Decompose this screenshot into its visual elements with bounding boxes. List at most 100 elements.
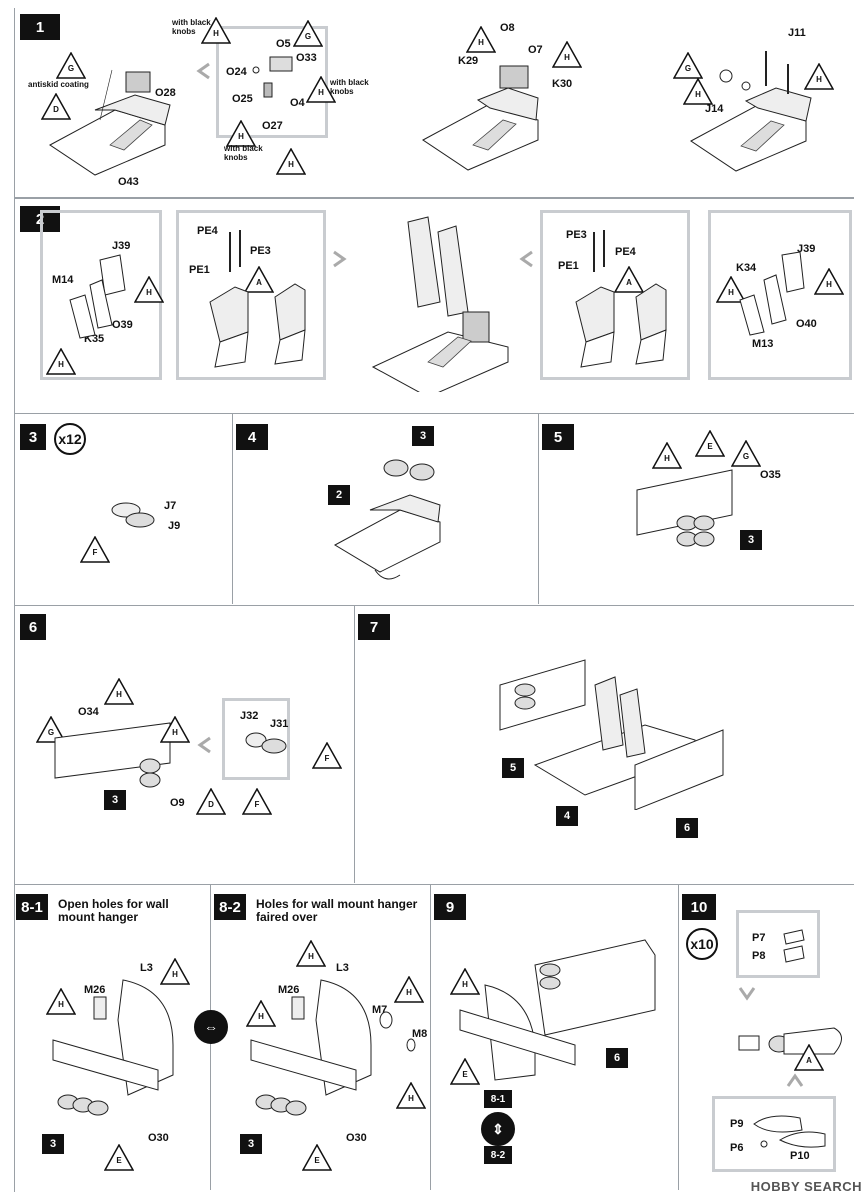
cockpit-floor-illustration <box>690 51 812 172</box>
color-callout-H: H <box>396 1082 426 1109</box>
color-callout-H: H <box>296 940 326 967</box>
part-label: J39 <box>797 243 816 255</box>
part-label: PE1 <box>189 264 210 276</box>
floor-with-cylinders-illustration <box>333 459 441 580</box>
step-number: 3 <box>20 424 46 450</box>
color-callout-G: G <box>56 52 86 79</box>
step-number: 4 <box>236 424 268 450</box>
step-number: 8-2 <box>214 894 246 920</box>
detail-box <box>736 910 820 978</box>
cylinder-parts-illustration <box>245 732 287 754</box>
part-label: K29 <box>458 55 479 67</box>
part-label: J7 <box>164 500 177 512</box>
antiskid-note: antiskid coating <box>28 80 89 89</box>
part-label: O33 <box>296 52 317 64</box>
ref-step-badge: 5 <box>502 758 524 778</box>
ref-step-badge: 6 <box>676 818 698 838</box>
part-label: M26 <box>84 984 106 996</box>
part-label: K30 <box>552 78 573 90</box>
color-callout-H: H <box>466 26 496 53</box>
color-callout-D: D <box>196 788 226 815</box>
arrow-left-icon <box>195 62 213 85</box>
color-callout-H: H <box>46 988 76 1015</box>
step-number: 6 <box>20 614 46 640</box>
part-label: PE3 <box>250 245 271 257</box>
part-label: P10 <box>790 1150 810 1162</box>
part-label: J11 <box>788 27 806 39</box>
cockpit-floor-illustration <box>49 69 171 176</box>
divider <box>678 885 679 1190</box>
part-label: O28 <box>155 87 176 99</box>
part-label: P9 <box>730 1118 744 1130</box>
part-label: PE4 <box>615 246 636 258</box>
fuselage-assembly-illustration <box>499 659 724 810</box>
bulkhead-assembly-illustration <box>52 979 174 1116</box>
color-callout-G: G <box>293 20 323 47</box>
part-label: PE4 <box>197 225 218 237</box>
ref-step-badge: 3 <box>740 530 762 550</box>
color-callout-H: H <box>46 348 76 375</box>
part-label: O39 <box>112 319 133 331</box>
part-label: P8 <box>752 950 766 962</box>
color-callout-F: F <box>312 742 342 769</box>
part-label: P7 <box>752 932 766 944</box>
part-label: J14 <box>705 103 724 115</box>
part-label: PE1 <box>558 260 579 272</box>
step-number: 1 <box>20 14 60 40</box>
part-label: PE3 <box>566 229 587 241</box>
arrow-up-icon <box>786 1072 804 1095</box>
part-label: J32 <box>240 710 259 722</box>
cockpit-floor-illustration <box>422 65 539 171</box>
color-callout-D: D <box>41 93 71 120</box>
fuselage-with-bulkhead-illustration <box>459 939 656 1081</box>
part-label: O30 <box>346 1132 367 1144</box>
part-label: O7 <box>528 44 543 56</box>
part-label: O43 <box>118 176 139 188</box>
color-callout-E: E <box>695 430 725 457</box>
part-label: M13 <box>752 338 774 350</box>
divider <box>14 605 854 606</box>
ref-step-badge: 8-2 <box>484 1146 512 1164</box>
control-box-illustration <box>252 56 293 98</box>
watermark: HOBBY SEARCH <box>750 1179 862 1194</box>
side-wall-illustration <box>636 469 733 547</box>
color-callout-H: H <box>104 678 134 705</box>
step-number: 10 <box>682 894 716 920</box>
ref-step-badge: 3 <box>42 1134 64 1154</box>
color-callout-H: H <box>201 17 231 44</box>
part-label: J9 <box>168 520 181 532</box>
color-callout-A: A <box>614 266 644 293</box>
ref-step-badge: 4 <box>556 806 578 826</box>
step-number: 7 <box>358 614 390 640</box>
cylinder-parts-illustration <box>111 502 155 528</box>
color-callout-H: H <box>246 1000 276 1027</box>
seats-with-belts-illustration <box>575 230 667 368</box>
part-label: O8 <box>500 22 515 34</box>
bomb-halves-illustration <box>753 1115 826 1148</box>
seat-frame-illustration <box>69 254 126 339</box>
assembled-cockpit-illustration <box>371 216 509 392</box>
part-label: L3 <box>336 962 349 974</box>
divider <box>14 197 854 199</box>
part-label: P6 <box>730 1142 744 1154</box>
detail-box <box>40 210 162 380</box>
color-callout-E: E <box>302 1144 332 1171</box>
color-callout-H: H <box>226 120 256 147</box>
color-callout-G: G <box>36 716 66 743</box>
swap-arrows-icon: ⇕ <box>481 1112 515 1146</box>
detail-box <box>712 1096 836 1172</box>
part-label: O25 <box>232 93 253 105</box>
color-callout-A: A <box>244 266 274 293</box>
part-label: K34 <box>736 262 757 274</box>
quantity-badge: x10 <box>686 928 718 960</box>
quantity-badge: x12 <box>54 423 86 455</box>
divider <box>14 8 15 1192</box>
color-callout-H: H <box>306 76 336 103</box>
divider <box>354 606 355 883</box>
ref-step-badge: 6 <box>606 1048 628 1068</box>
color-callout-G: G <box>673 52 703 79</box>
detail-box <box>216 26 328 138</box>
ref-step-badge: 2 <box>328 485 350 505</box>
